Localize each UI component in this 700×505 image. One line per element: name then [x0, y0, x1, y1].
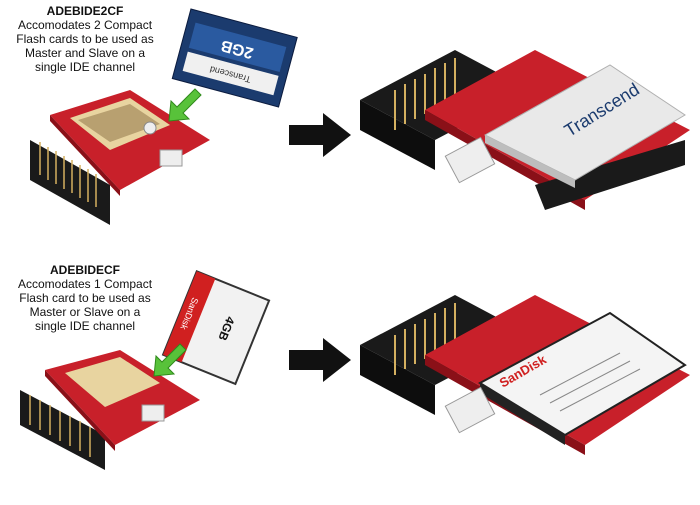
- single-adapter-assembled-image: SanDisk: [360, 295, 690, 455]
- product-model: ADEBIDECF: [49, 263, 120, 277]
- product-caption: ADEBIDE2CF Accomodates 2 Compact Flash c…: [0, 4, 170, 74]
- black-arrow-icon: [289, 113, 351, 157]
- dual-adapter-assembled-image: Transcend: [360, 50, 690, 210]
- product-section-dual: ADEBIDE2CF Accomodates 2 Compact Flash c…: [0, 0, 700, 250]
- product-description: Accomodates 1 Compact Flash card to be u…: [17, 277, 153, 333]
- product-section-single: ADEBIDECF Accomodates 1 Compact Flash ca…: [0, 255, 700, 505]
- green-arrow-icon: [153, 343, 187, 377]
- sandisk-card-image: 4GB SanDisk: [161, 269, 271, 386]
- product-description: Accomodates 2 Compact Flash cards to be …: [16, 18, 154, 74]
- single-adapter-small-image: [20, 350, 200, 470]
- transcend-card-image: 2GB Transcend: [171, 8, 298, 108]
- product-caption: ADEBIDECF Accomodates 1 Compact Flash ca…: [0, 263, 170, 333]
- product-model: ADEBIDE2CF: [46, 4, 124, 18]
- green-arrow-icon: [168, 88, 202, 122]
- black-arrow-icon: [289, 338, 351, 382]
